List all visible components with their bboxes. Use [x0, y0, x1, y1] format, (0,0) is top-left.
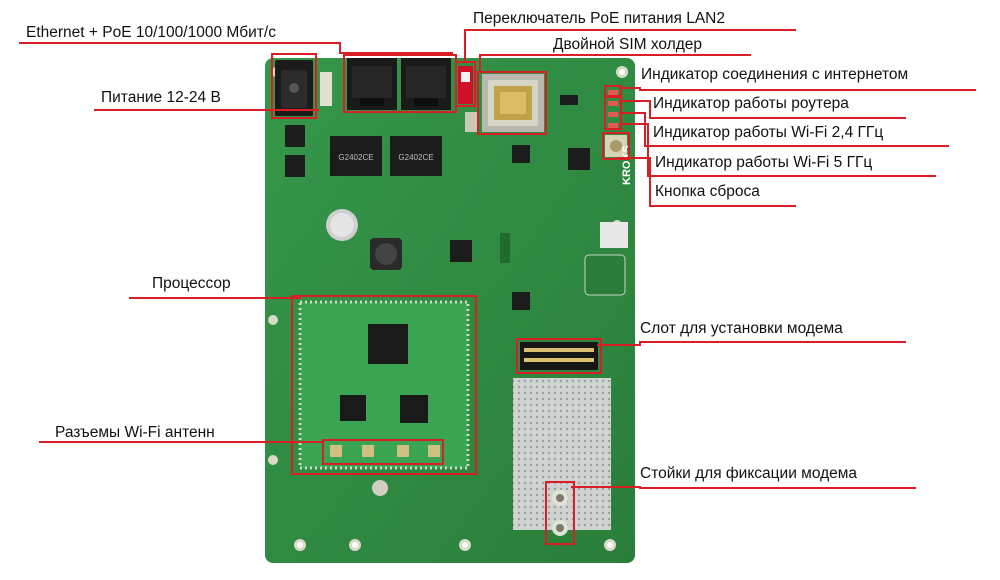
power-jack — [275, 60, 313, 116]
label-modem-slot: Слот для установки модема — [640, 320, 843, 337]
label-internet-led: Индикатор соединения с интернетом — [641, 66, 909, 83]
brand-logo: KROKS — [621, 145, 633, 185]
label-poe-switch: Переключатель PoE питания LAN2 — [473, 10, 725, 27]
label-reset-button: Кнопка сброса — [655, 183, 760, 200]
cpu-module — [298, 300, 470, 470]
pad-area — [584, 222, 628, 296]
cpu-standoff — [372, 480, 388, 496]
sim-holder — [482, 74, 544, 132]
label-processor: Процессор — [152, 275, 231, 292]
label-wifi24-led: Индикатор работы Wi-Fi 2,4 ГГц — [653, 124, 884, 141]
chip-marking-2: G2402CE — [398, 153, 433, 162]
label-power: Питание 12-24 В — [101, 89, 221, 106]
small-components — [285, 72, 590, 310]
label-router-led: Индикатор работы роутера — [653, 95, 849, 112]
label-sim-holder: Двойной SIM холдер — [553, 36, 703, 53]
magnetics-chips: G2402CE G2402CE — [330, 136, 442, 176]
modem-shield-area — [513, 378, 611, 536]
mpcie-slot — [520, 342, 598, 370]
label-wifi-connectors: Разъемы Wi-Fi антенн — [55, 424, 215, 441]
chip-marking-1: G2402CE — [338, 153, 373, 162]
poe-switch — [458, 66, 473, 104]
label-wifi5-led: Индикатор работы Wi-Fi 5 ГГц — [655, 154, 873, 171]
capacitor — [326, 209, 358, 241]
label-modem-standoffs: Стойки для фиксации модема — [640, 465, 858, 482]
label-ethernet: Ethernet + PoE 10/100/1000 Мбит/с — [26, 24, 276, 41]
